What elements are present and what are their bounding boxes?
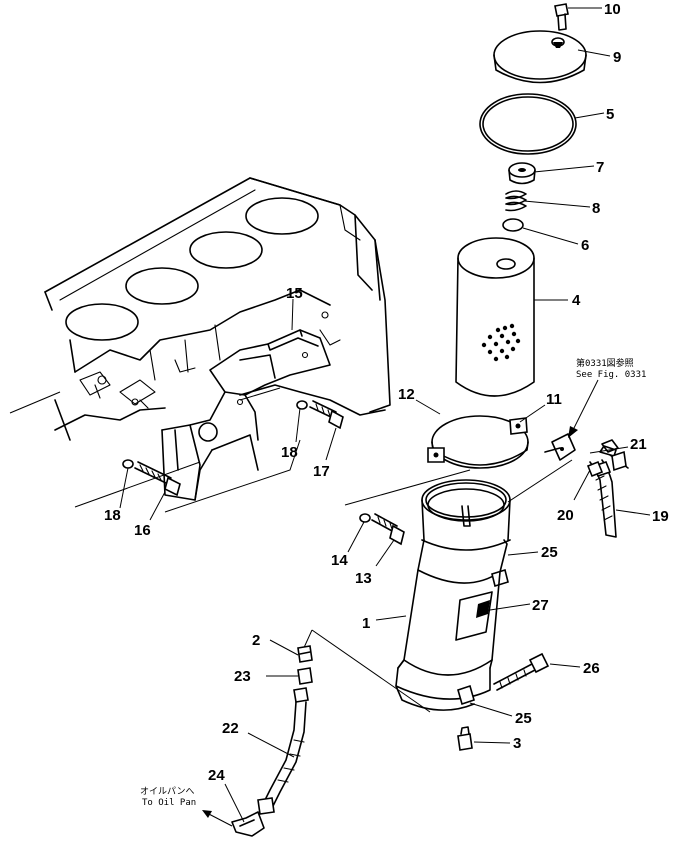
label-1: 1 bbox=[362, 615, 370, 632]
mounting-bracket bbox=[161, 329, 331, 501]
washer-14 bbox=[359, 513, 371, 523]
label-18-right: 18 bbox=[281, 444, 298, 461]
label-15: 15 bbox=[286, 285, 303, 302]
label-18-left: 18 bbox=[104, 507, 121, 524]
ring-6 bbox=[502, 218, 524, 232]
label-6: 6 bbox=[581, 237, 589, 254]
connection-line-b bbox=[507, 459, 573, 503]
label-plate-27 bbox=[455, 591, 493, 641]
see-fig-note-en: See Fig. 0331 bbox=[576, 370, 646, 380]
label-9: 9 bbox=[613, 49, 621, 66]
label-8: 8 bbox=[592, 200, 600, 217]
label-13: 13 bbox=[355, 570, 372, 587]
label-21: 21 bbox=[630, 436, 647, 453]
label-16: 16 bbox=[134, 522, 151, 539]
nipple-2 bbox=[297, 645, 313, 663]
label-10: 10 bbox=[604, 1, 621, 18]
washer-18-left bbox=[122, 459, 134, 469]
clamp-band-12 bbox=[427, 415, 529, 469]
label-4: 4 bbox=[572, 292, 581, 309]
label-25-top: 25 bbox=[541, 544, 558, 561]
oil-pan-note-en: To Oil Pan bbox=[142, 798, 196, 808]
connection-line-a bbox=[344, 469, 471, 506]
connection-line-c bbox=[301, 629, 431, 713]
valve-7 bbox=[508, 162, 536, 185]
label-17: 17 bbox=[313, 463, 330, 480]
plug-3 bbox=[457, 726, 473, 751]
fitting-21 bbox=[601, 439, 627, 472]
label-11: 11 bbox=[546, 391, 562, 408]
label-3: 3 bbox=[513, 735, 521, 752]
bolt-13 bbox=[371, 513, 405, 546]
label-2: 2 bbox=[252, 632, 260, 649]
see-fig-arrow-head bbox=[568, 426, 578, 438]
element-pattern bbox=[481, 323, 521, 362]
plug-10 bbox=[554, 3, 569, 31]
label-5: 5 bbox=[606, 106, 614, 123]
label-20: 20 bbox=[557, 507, 574, 524]
label-26: 26 bbox=[583, 660, 600, 677]
label-12: 12 bbox=[398, 386, 415, 403]
o-ring-5 bbox=[479, 93, 577, 155]
hose-22 bbox=[257, 687, 309, 815]
elbow-24 bbox=[231, 811, 265, 837]
label-24: 24 bbox=[208, 767, 225, 784]
see-fig-arrow bbox=[571, 379, 599, 433]
label-22: 22 bbox=[222, 720, 239, 737]
filter-element-4 bbox=[455, 237, 535, 397]
fitting-21b bbox=[586, 460, 604, 478]
filter-housing-1 bbox=[395, 479, 511, 711]
label-19: 19 bbox=[652, 508, 669, 525]
leader-lines bbox=[119, 7, 651, 823]
adapter-20 bbox=[544, 433, 576, 461]
washer-18-right bbox=[296, 400, 308, 410]
adapter-23 bbox=[297, 667, 313, 685]
oil-pan-note-jp: オイルパンへ bbox=[140, 786, 194, 797]
bolt-17 bbox=[309, 400, 344, 430]
cover-9 bbox=[493, 30, 587, 84]
plug-26 bbox=[493, 652, 550, 691]
label-25-bottom: 25 bbox=[515, 710, 532, 727]
label-23: 23 bbox=[234, 668, 251, 685]
see-fig-note-jp: 第0331図参照 bbox=[576, 357, 634, 369]
label-14: 14 bbox=[331, 552, 348, 569]
arrow-head bbox=[202, 810, 212, 818]
bolt-16 bbox=[134, 461, 181, 497]
label-27: 27 bbox=[532, 597, 549, 614]
spring-8 bbox=[505, 190, 527, 212]
engine-block bbox=[9, 177, 391, 513]
label-7: 7 bbox=[596, 159, 604, 176]
